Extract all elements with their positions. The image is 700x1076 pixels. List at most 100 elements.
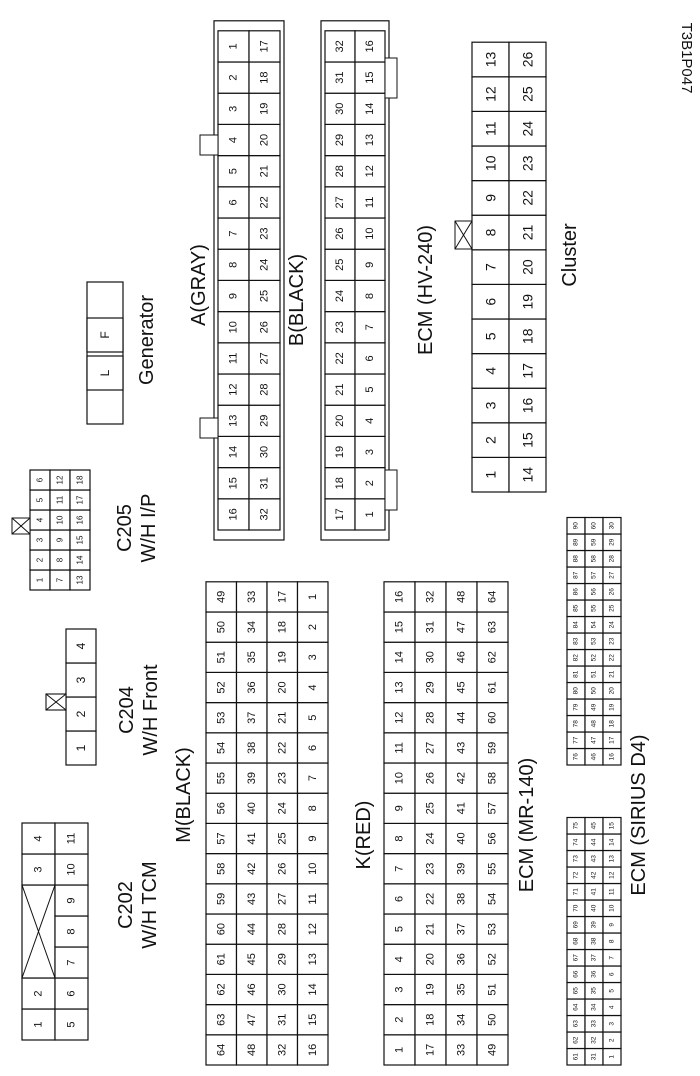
pin-cell: 26	[602, 582, 622, 601]
pin-box	[471, 76, 510, 113]
pin-cell: 24	[248, 248, 281, 281]
pin-cell: 3	[21, 853, 56, 886]
pin-box	[445, 973, 478, 1006]
pin-box	[476, 671, 509, 704]
pin-cell: 5	[29, 489, 51, 511]
pin-label: 31	[276, 1014, 288, 1026]
pin-label: 28	[259, 383, 271, 395]
pin-cell: 59	[205, 883, 238, 915]
pin-cell: 28	[324, 155, 356, 188]
pin-box	[476, 852, 509, 885]
pin-label: 57	[487, 802, 499, 814]
pin-cell: 72	[566, 866, 586, 885]
pin-label: 7	[228, 231, 240, 237]
pin-cell: 49	[205, 581, 238, 613]
pin-cell: 30	[324, 92, 356, 125]
pin-box	[414, 913, 447, 945]
pin-box	[217, 186, 250, 219]
pin-cell: 23	[508, 145, 547, 182]
k-red-name: K(RED)	[353, 801, 375, 870]
pin-box	[217, 30, 250, 63]
pin-label: 36	[246, 681, 258, 693]
pin-cell: 17	[602, 731, 622, 750]
pin-cell: 64	[476, 581, 509, 613]
pin-cell: 57	[584, 566, 604, 585]
pin-label: 19	[520, 294, 536, 310]
pin-cell: 63	[566, 1014, 586, 1033]
pin-cell: 22	[414, 883, 447, 915]
pin-label: 25	[334, 259, 346, 271]
pin-cell: 14	[508, 456, 547, 493]
pin-cell: 24	[324, 279, 356, 313]
pin-cell: 25	[266, 822, 299, 855]
pin-label: 16	[364, 40, 376, 52]
pin-label: 11	[56, 495, 65, 504]
pin-label: 10	[364, 227, 376, 239]
pin-box	[86, 355, 124, 391]
pin-cell: 62	[476, 641, 509, 674]
pin-label: 12	[609, 871, 616, 879]
pin-label: 11	[394, 742, 406, 753]
pin-label: 17	[425, 1044, 437, 1056]
pin-box	[21, 853, 56, 886]
pin-label: 10	[56, 515, 65, 524]
pin-l: L	[86, 355, 124, 391]
pin-label: 10	[609, 904, 616, 912]
pin-box	[235, 883, 268, 915]
pin-cell: 62	[205, 973, 238, 1006]
pin-label: 22	[259, 196, 271, 208]
pin-label: 27	[425, 742, 437, 754]
pin-label: 60	[487, 712, 499, 724]
pin-cell: 61	[476, 671, 509, 704]
pin-cell: 6	[383, 883, 416, 915]
pin-label: 16	[76, 515, 85, 524]
pin-cell: 18	[414, 1003, 447, 1036]
pin-cell: 80	[566, 681, 586, 700]
pin-cell: 13	[217, 404, 250, 438]
pin-label: 5	[307, 715, 319, 721]
pin-cell: 32	[584, 1031, 604, 1050]
pin-cell: 14	[602, 833, 622, 852]
pin-label: 14	[307, 983, 319, 995]
pin-cell: 89	[566, 533, 586, 552]
pin-cell: 48	[235, 1034, 268, 1066]
pin-label: 7	[56, 577, 65, 582]
pin-label: 15	[307, 1014, 319, 1026]
pin-label: 64	[487, 591, 499, 603]
generator-body	[86, 281, 124, 425]
pin-cell: 23	[266, 762, 299, 794]
pin-cell: 29	[602, 533, 622, 552]
pin-label: 14	[394, 651, 406, 663]
pin-cell: 50	[476, 1003, 509, 1036]
pin-cell: 39	[235, 762, 268, 794]
pin-cell: 6	[54, 977, 89, 1010]
pin-label: 52	[215, 681, 227, 693]
pin-label: 8	[394, 835, 406, 841]
pin-cell: 14	[354, 92, 386, 125]
pin-label: 53	[487, 923, 499, 935]
pin-cell: 56	[584, 582, 604, 601]
pin-cell: 4	[602, 998, 622, 1017]
pin-label: 4	[33, 835, 45, 841]
pin-cell: 88	[566, 549, 586, 568]
pin-label: 28	[334, 165, 346, 177]
pin-label: 11	[483, 121, 499, 136]
pin-cell: 10	[471, 145, 510, 182]
pin-box	[69, 469, 91, 491]
pin-label: 86	[573, 588, 580, 596]
pin-cell: 58	[205, 852, 238, 885]
pin-cell: 8	[296, 792, 329, 825]
pin-box	[414, 1003, 447, 1036]
pin-label: 41	[591, 888, 598, 896]
pin-cell: 17	[324, 498, 356, 531]
pin-box	[476, 762, 509, 794]
pin-label: 34	[246, 621, 258, 633]
pin-cell: 31	[266, 1003, 299, 1036]
pin-cell: 71	[566, 882, 586, 901]
pin-cell: 15	[217, 467, 250, 500]
pin-label: 27	[259, 352, 271, 364]
pin-cell: 52	[205, 671, 238, 704]
pin-cell: 9	[354, 248, 386, 281]
pin-box	[508, 283, 547, 320]
pin-cell: 10	[383, 762, 416, 794]
